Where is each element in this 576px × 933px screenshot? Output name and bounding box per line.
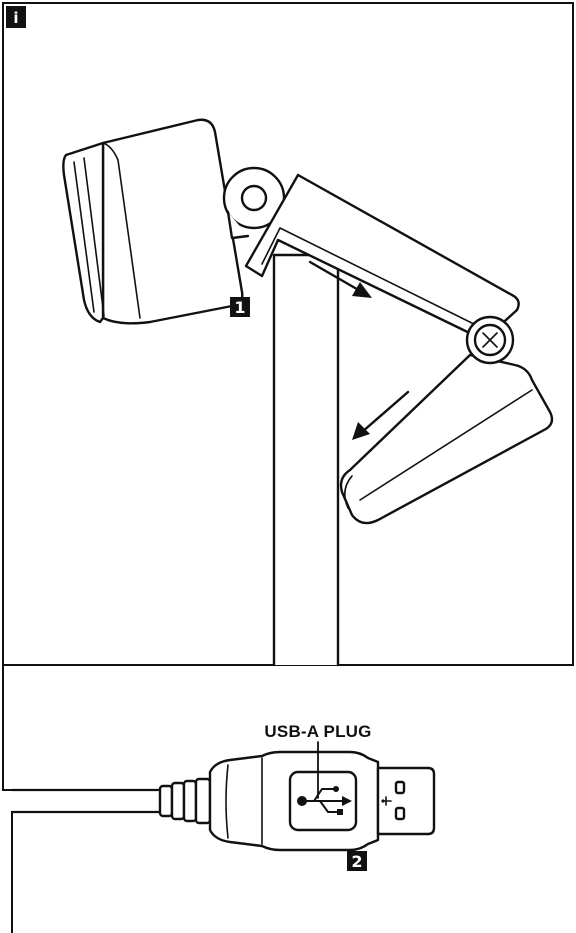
callout-2-box [347, 851, 367, 871]
strain-relief-rib-4 [194, 777, 212, 825]
lower-arm-inner-edge [359, 389, 533, 501]
screw-cross-icon [482, 332, 498, 348]
usb-plug [158, 750, 436, 852]
strain-relief-rib-1 [158, 784, 174, 818]
connector-window-2 [394, 806, 406, 821]
webcam-head [62, 118, 286, 325]
arrow-down-right-icon [308, 260, 372, 298]
usb-a-plug-label: USB-A PLUG [264, 722, 371, 741]
pivot-screw [465, 315, 515, 365]
webcam-body-seam [102, 142, 141, 319]
webcam-body [101, 118, 244, 325]
small-usb-icon [381, 796, 392, 806]
panel-badge-box [6, 6, 26, 28]
upper-clip-arm [244, 173, 520, 342]
lower-arm-top-edge [349, 354, 471, 471]
bottom-frame-upper-left [2, 665, 160, 791]
bezel-inner-line [73, 161, 95, 313]
connector-window-1 [394, 780, 406, 795]
direction-arrows [308, 260, 410, 440]
strain-relief-rib-2 [170, 781, 186, 821]
webcam-hinge-neck [226, 210, 250, 240]
bezel-inner-line-2 [83, 157, 105, 317]
plug-grip-line [225, 764, 229, 839]
bottom-frame-lower-left [11, 811, 160, 933]
monitor-post [272, 253, 340, 667]
upper-arm-body [244, 173, 520, 342]
callout-1-label: 1 [234, 298, 245, 317]
callout-2: 2 [347, 851, 367, 871]
panel-badge-label: i [13, 9, 18, 27]
panel-badge: i [6, 6, 26, 28]
usb-connector-shell [376, 766, 436, 836]
upper-arm-inner-edge [261, 227, 491, 333]
lower-arm-body [339, 353, 554, 525]
callout-1: 1 [230, 297, 250, 317]
callout-1-box [230, 297, 250, 317]
lower-clip-arm [339, 353, 554, 525]
webcam-hinge-hole [240, 184, 268, 212]
arrow-down-left-icon [352, 390, 410, 440]
usb-label-group: USB-A PLUG [264, 722, 371, 799]
usb-cable [10, 788, 162, 814]
monitor-edge [272, 253, 340, 667]
callout-2-label: 2 [351, 852, 362, 871]
lower-arm-tip-curve [344, 475, 353, 509]
usb-trident-icon [297, 786, 352, 815]
strain-relief-rib-3 [182, 779, 198, 823]
